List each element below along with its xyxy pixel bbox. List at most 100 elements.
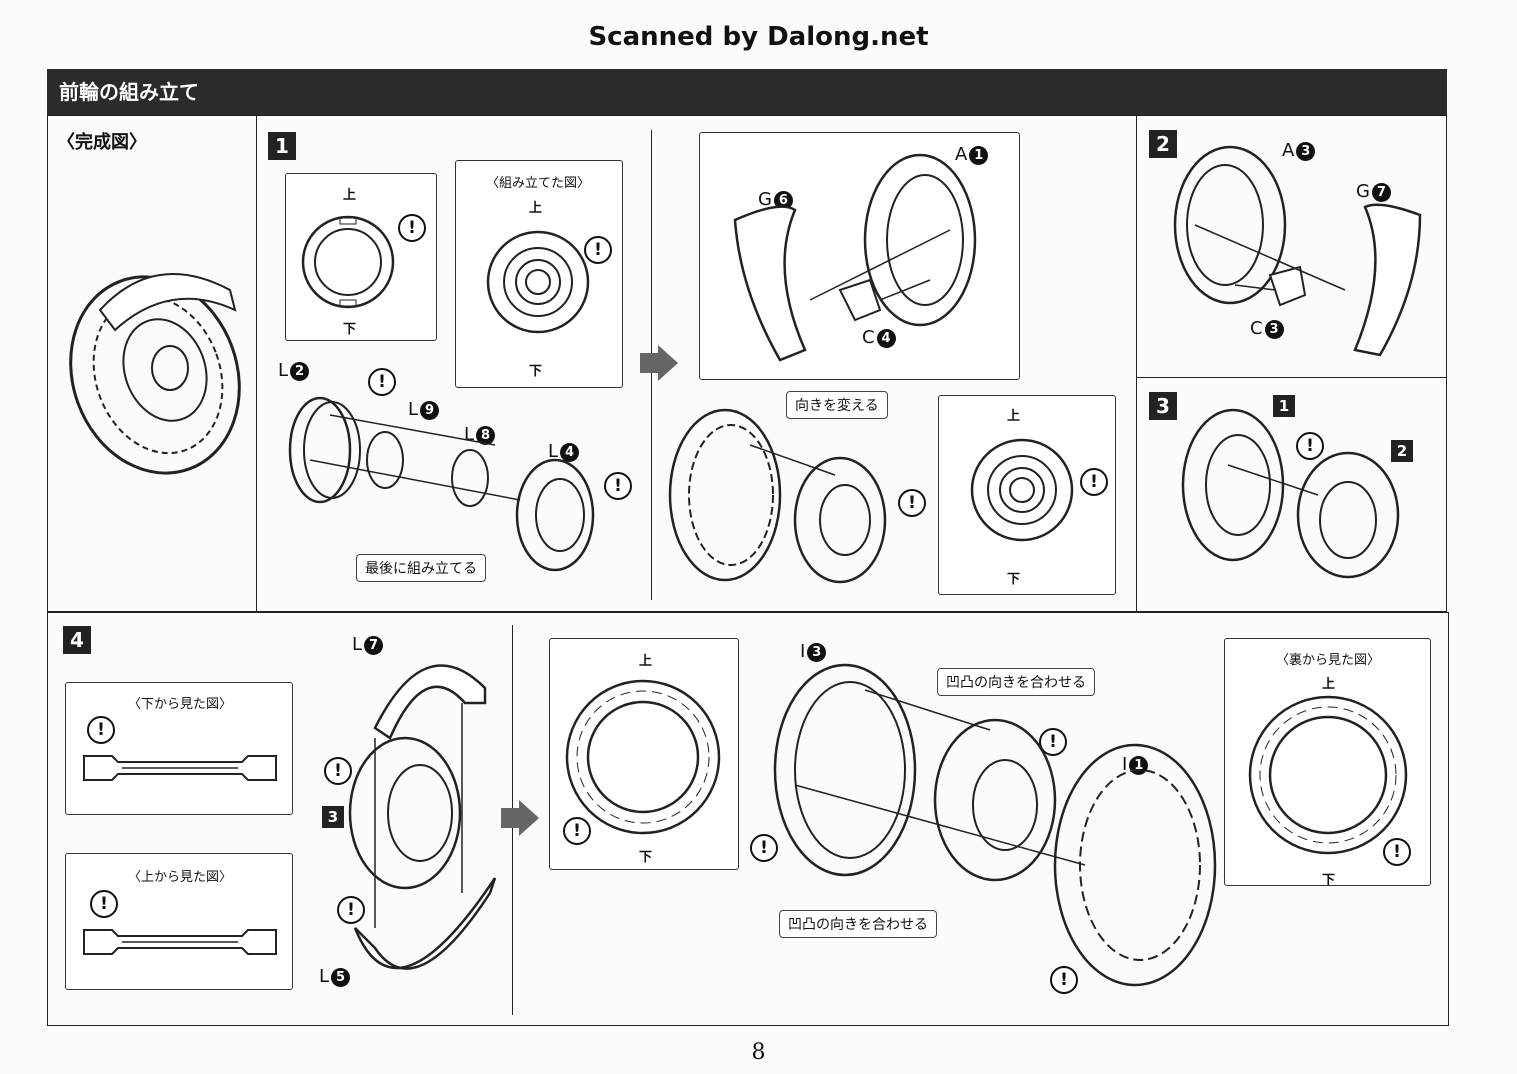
step1b-cover-illustration	[733, 153, 977, 362]
step1b-note-turn: 向きを変える	[786, 391, 888, 419]
step1-assembled-down-label: 下	[529, 364, 543, 379]
step-1-badge: 1	[268, 132, 296, 160]
step1b-front-warning-icon: !	[1080, 468, 1108, 496]
step4-bottom-part-illustration	[83, 755, 277, 781]
step4b-ring-warning-icon: !	[750, 834, 778, 862]
finished-wheel-illustration	[69, 273, 241, 475]
step4-next-arrow-icon	[501, 800, 539, 836]
step4b-note-align-top: 凹凸の向きを合わせる	[937, 668, 1095, 696]
step2-cover-illustration	[1173, 145, 1422, 357]
part-l2-number: 2	[290, 361, 310, 381]
step1-next-arrow-icon	[640, 345, 678, 381]
step1-assembled-up-label: 上	[529, 201, 543, 216]
step1b-hub-front-illustration	[970, 438, 1074, 542]
step3-warning-icon: !	[1296, 432, 1324, 460]
step-3-badge: 3	[1149, 392, 1177, 420]
top-row-frame	[47, 115, 1447, 612]
step4-assembly-illustration	[348, 664, 497, 970]
step4-top-view-panel	[65, 853, 293, 990]
part-g6-letter: G	[758, 189, 772, 210]
step4-l7-warning-icon: !	[324, 757, 352, 785]
step4b-note-align-bottom: 凹凸の向きを合わせる	[779, 910, 937, 938]
part-l9-letter: L	[408, 399, 419, 420]
step1-assembled-warning-icon: !	[584, 236, 612, 264]
step4b-back-up-label: 上	[1322, 677, 1336, 692]
bottom-row-frame	[47, 612, 1449, 1026]
step4b-back-down-label: 下	[1322, 873, 1336, 888]
part-c4-letter: C	[862, 327, 875, 348]
step4-sub-3-badge: 3	[322, 806, 344, 828]
part-l2-warning-icon: !	[368, 368, 396, 396]
step4-bottom-warning-icon: !	[87, 716, 115, 744]
step4-top-view-caption: 〈上から見た図〉	[128, 870, 233, 885]
part-a1-number: 1	[969, 145, 989, 165]
part-g6-number: 6	[773, 190, 793, 210]
scanned-by-watermark: Scanned by Dalong.net	[588, 22, 929, 52]
step1-exploded-parts-illustration	[288, 396, 595, 572]
part-l4-warning-icon: !	[604, 472, 632, 500]
step4b-ring-front-illustration	[565, 679, 721, 835]
step4-l5-warning-icon: !	[337, 896, 365, 924]
step4b-tire-warning-icon: !	[1050, 966, 1078, 994]
step1-assembled-view	[455, 160, 623, 388]
part-l5-number: 5	[331, 967, 351, 987]
part-l9-number: 9	[420, 400, 440, 420]
part-l7-number: 7	[364, 635, 384, 655]
part-c3-letter: C	[1250, 318, 1263, 339]
step1b-hub-front-view	[938, 395, 1116, 595]
finished-caption: 〈完成図〉	[57, 132, 147, 153]
step1-ring-down-label: 下	[343, 322, 357, 337]
step1-ring-top-view	[285, 173, 437, 341]
part-i1-letter: I	[1122, 754, 1128, 775]
step1b-hub-warning-icon: !	[898, 489, 926, 517]
step4-bottom-view-panel	[65, 682, 293, 815]
step4b-down-label: 下	[639, 850, 653, 865]
section-title-bar: 前輪の組み立て	[47, 69, 1447, 115]
step1b-assembly-illustration	[668, 408, 887, 584]
step4-bottom-view-caption: 〈下から見た図〉	[128, 697, 233, 712]
section-title: 前輪の組み立て	[59, 80, 199, 104]
part-c4-number: 4	[876, 328, 896, 348]
step1-ring-warning-icon: !	[398, 214, 426, 242]
step4b-ring-front-view	[549, 638, 739, 870]
step1-ring-up-label: 上	[343, 188, 357, 203]
page-number: 8	[751, 1040, 766, 1065]
step1-assembled-caption: 〈組み立てた図〉	[486, 176, 591, 191]
part-l4-number: 4	[560, 442, 580, 462]
step1-hub-front-illustration	[486, 230, 590, 334]
divider-step2-3	[1136, 377, 1447, 378]
step4-top-part-illustration	[83, 929, 277, 955]
divider-step2	[1136, 115, 1137, 612]
divider-finished	[256, 115, 257, 612]
part-l4-letter: L	[548, 441, 559, 462]
step4b-back-ring-illustration	[1248, 695, 1408, 855]
step4b-front-warning-icon: !	[563, 817, 591, 845]
step4b-assembly-illustration	[773, 663, 1217, 987]
step4b-back-warning-icon: !	[1383, 838, 1411, 866]
part-i3-number: 3	[807, 642, 827, 662]
step3-sub-2-badge: 2	[1391, 440, 1413, 462]
part-g7-number: 7	[1371, 182, 1391, 202]
step1b-down-label: 下	[1007, 572, 1021, 587]
step4-top-warning-icon: !	[90, 890, 118, 918]
step3-sub-1-badge: 1	[1273, 395, 1295, 417]
part-l2-letter: L	[278, 360, 289, 381]
part-l5-letter: L	[319, 966, 330, 987]
part-l7-letter: L	[352, 634, 363, 655]
step1b-up-label: 上	[1007, 409, 1021, 424]
step1-ring-top-illustration	[301, 215, 395, 309]
part-c3-number: 3	[1264, 319, 1284, 339]
step1-note-assemble-last: 最後に組み立てる	[356, 554, 486, 582]
